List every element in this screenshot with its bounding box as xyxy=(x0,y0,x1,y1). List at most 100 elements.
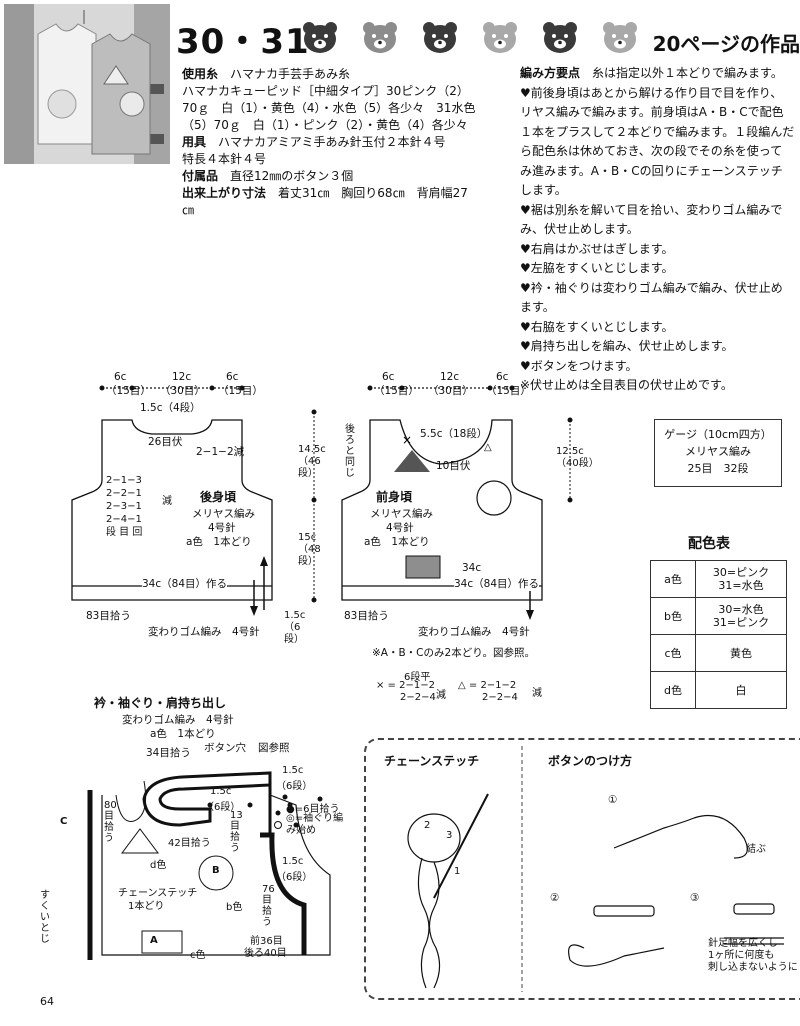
front-neck-bind: 10目伏 xyxy=(436,460,471,472)
dec-legend: 段 目 回 xyxy=(106,527,143,538)
neck-dec-tri: △ = 2−1−2 xyxy=(458,680,517,691)
points-line: ♥左脇をすくいとじします。 xyxy=(520,261,674,275)
points-line: 糸は指定以外１本どりで編みます。 xyxy=(592,66,783,80)
finish-ref: 図参照 xyxy=(258,742,290,754)
front-rib: 変わりゴム編み 4号針 xyxy=(418,626,530,638)
chain-num-1: 1 xyxy=(454,866,461,877)
motif-label-b: B xyxy=(212,865,220,876)
button-step-1: ① xyxy=(608,794,618,806)
back-neck-depth: 1.5c（4段） xyxy=(140,402,201,414)
color-table-title: 配色表 xyxy=(688,536,730,552)
front-stitch: メリヤス編み xyxy=(370,508,433,520)
button-note-line: 1ヶ所に何度も xyxy=(708,950,775,961)
finish-pick76: 76目拾う xyxy=(262,884,275,928)
motif-label-c: C xyxy=(60,816,68,827)
neck-dec-suffix-tri: 減 xyxy=(532,688,542,699)
stitch-guide-illustrations xyxy=(407,746,784,992)
back-body-name: 後身頃 xyxy=(200,490,237,504)
yarn-label: 使用糸 xyxy=(182,67,219,81)
dec-row: 2−3−1 xyxy=(106,501,142,512)
motif-square xyxy=(405,555,441,579)
yarn-line-3: （5）70ｇ 白（1）・ピンク（2）・黄色（4）各少々 xyxy=(182,118,468,132)
finish-legend-ring: ◎=袖ぐり編み始め xyxy=(286,813,344,836)
finish-legend-dot: ●=6目拾う xyxy=(286,804,340,815)
front-count-left: （15目） xyxy=(374,385,419,397)
stitch-guide-box xyxy=(364,738,800,1000)
back-width: 34c（84目）作る xyxy=(142,576,227,591)
size-label: 出来上がり寸法 xyxy=(182,186,267,200)
tools-label: 用具 xyxy=(182,135,207,149)
photo-illustration xyxy=(4,4,170,164)
front-side-note: 後ろと同じ xyxy=(345,424,355,479)
motif-b-circle xyxy=(198,855,234,891)
motif-label-a: A xyxy=(150,935,158,946)
finish-mid15: 1.5c xyxy=(210,786,232,797)
finish-mid15-s: （6段） xyxy=(204,802,241,813)
finish-pick13: 13目拾う xyxy=(230,810,243,854)
back-count-left: （15目） xyxy=(106,385,151,397)
points-line: ♥ボタンをつけます。 xyxy=(520,358,638,373)
bear-face-icon xyxy=(423,22,457,53)
finish-rib: 変わりゴム編み 4号針 xyxy=(122,714,234,726)
points-line: ら配色糸は休めておき、次の段でその糸を使って xyxy=(520,144,783,158)
height-upper-text: 14.5c（46段） xyxy=(298,444,326,479)
finish-side: すくいとじ xyxy=(40,890,50,945)
motif-triangle xyxy=(394,450,430,472)
dec-row: 2−1−3 xyxy=(106,475,142,486)
gauge-title: ゲージ（10cm四方） xyxy=(664,428,772,441)
front-armhole-height: 12.5c（40段） xyxy=(556,446,599,469)
finish-pick42: 42目拾う xyxy=(168,838,211,849)
color-key: c色 xyxy=(650,634,696,672)
finish-back-count: 後ろ40目 xyxy=(244,948,287,959)
button-step-2: ② xyxy=(550,892,560,904)
finish-c15a-s: （6段） xyxy=(276,781,313,792)
gauge-box: ゲージ（10cm四方） メリヤス編み 25目 32段 xyxy=(654,419,782,487)
points-line: リヤス編みで編みます。前身頃はA・B・Cで配色 xyxy=(520,105,784,119)
points-line: １本をプラスして２本どりで編みます。１段編んだ xyxy=(520,124,795,139)
back-neck-dec: 2−1−2減 xyxy=(196,446,245,458)
back-count-right: （15目） xyxy=(218,385,263,397)
button-knot: 結ぶ xyxy=(746,844,766,855)
tools-line-0: ハマナカアミアミ手あみ針玉付２本針４号 xyxy=(218,135,446,149)
finish-d-color: d色 xyxy=(150,860,167,871)
points-line: ♥肩持ち出しを編み、伏せ止めします。 xyxy=(520,339,734,353)
tools-line-1: 特長４本針４号 xyxy=(182,152,267,166)
front-count-right: （15目） xyxy=(486,385,531,397)
page-reference: 20ページの作品 xyxy=(652,32,800,56)
color-value-line: 31=ピンク xyxy=(712,616,770,629)
table-row: c色黄色 xyxy=(650,634,787,672)
front-count-mid: （30目） xyxy=(428,385,473,397)
front-needle: 4号針 xyxy=(386,522,414,534)
front-width-top: 34c xyxy=(462,562,482,574)
finish-chain-yarn: 1本どり xyxy=(128,901,165,912)
front-dim-right: 6c xyxy=(496,371,509,383)
front-note: ※A・B・Cのみ2本どり。図参照。 xyxy=(372,647,535,659)
color-value-line: 30=ピンク xyxy=(712,566,770,579)
dec-row: 2−4−1 xyxy=(106,514,142,525)
points-line: ※伏せ止めは全目表目の伏せ止めです。 xyxy=(520,378,733,392)
motif-c-triangle xyxy=(121,828,159,854)
points-label: 編み方要点 xyxy=(520,66,581,80)
neck-dec-suffix-cross: 減 xyxy=(436,690,446,701)
neck-dec-cross: × = 2−1−2 xyxy=(376,680,435,691)
bear-face-icon xyxy=(543,22,577,53)
materials-block: 使用糸 ハマナカ手芸手あみ糸 ハマナカキューピッド［中細タイプ］30ピンク（2）… xyxy=(182,66,475,219)
motif-circle xyxy=(476,480,512,516)
points-line: ます。 xyxy=(520,300,555,314)
garment-photo xyxy=(4,4,170,164)
table-row: d色白 xyxy=(650,671,787,709)
page-number: 64 xyxy=(40,995,54,1008)
points-line: ♥前後身頃はあとから解ける作り目で目を作り、 xyxy=(520,85,783,100)
bear-face-icon xyxy=(603,22,637,53)
bear-face-icon xyxy=(483,22,517,53)
points-line: み進みます。A・B・Cの回りにチェーンステッチ xyxy=(520,163,783,178)
height-lower-text: 15c（48段） xyxy=(298,532,321,567)
color-value: 黄色 xyxy=(695,634,787,672)
back-stitch: メリヤス編み xyxy=(192,508,255,520)
notions-label: 付属品 xyxy=(182,169,219,183)
finish-buttonhole: ボタン穴 xyxy=(204,742,246,754)
points-line: ♥右肩はかぶせはぎします。 xyxy=(520,241,674,256)
